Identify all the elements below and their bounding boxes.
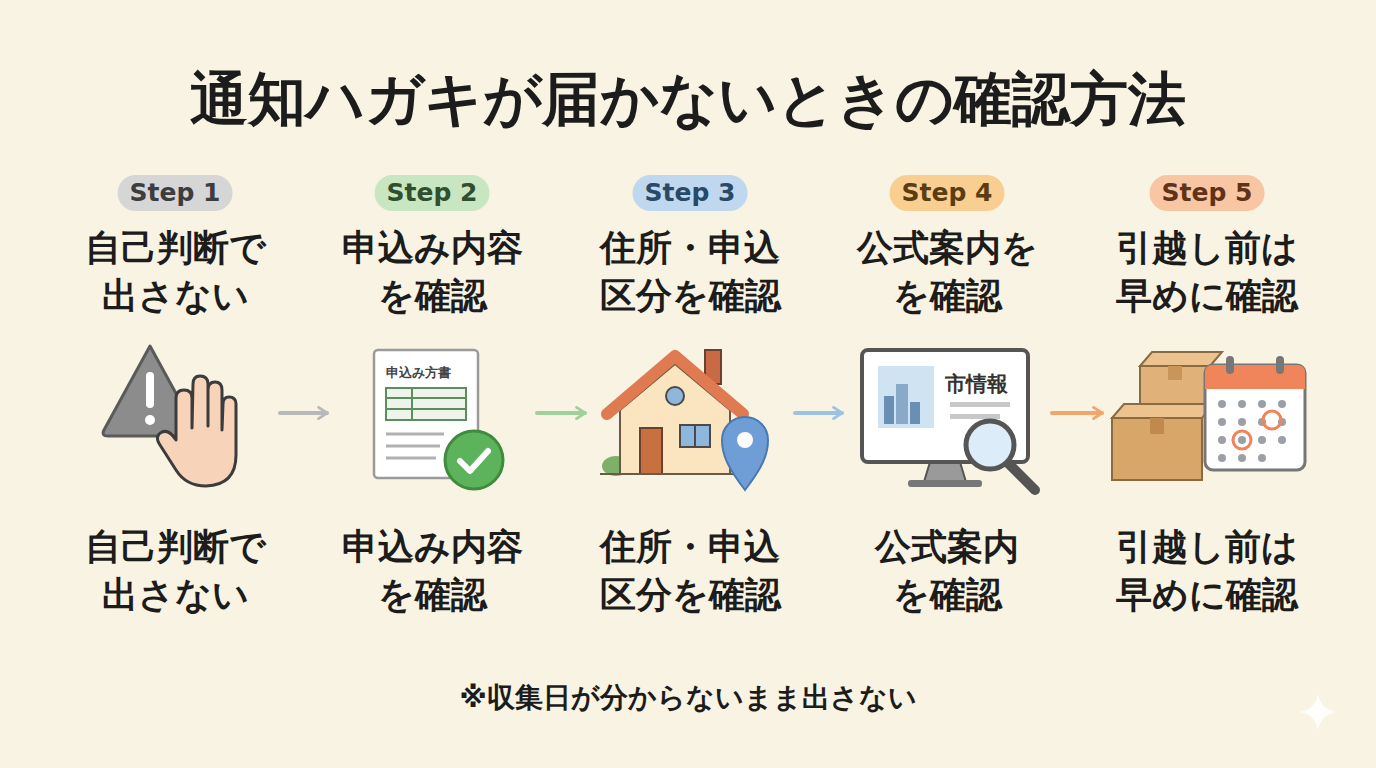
moving-boxes-icon-part: [1140, 352, 1222, 366]
house-icon-part: [694, 425, 696, 447]
calendar-icon: [1205, 356, 1305, 470]
check-badge-part: [460, 451, 488, 471]
step-heading: 自己判断で 出さない: [70, 224, 280, 320]
step-description: 自己判断で 出さない: [70, 523, 280, 619]
sparkle-watermark: [1300, 694, 1336, 730]
document-icon-part: [386, 388, 466, 420]
calendar-icon-part: [1233, 431, 1251, 449]
monitor-icon-part: [908, 480, 982, 487]
location-pin-part: [722, 417, 768, 490]
calendar-icon-part: [1258, 400, 1266, 408]
step-column: Step 1 自己判断で 出さない自己判断で 出さない: [70, 172, 280, 632]
monitor-icon-part: [950, 402, 1010, 407]
flow-arrow: [537, 411, 585, 415]
calendar-icon-part: [1276, 356, 1284, 374]
moving-boxes-icon-part: [1168, 366, 1182, 380]
document-icon-part: [386, 457, 436, 460]
hand-icon-part: [157, 376, 236, 486]
house-icon-part: [640, 428, 662, 474]
document-icon-part: [386, 445, 440, 448]
calendar-icon-part: [1263, 411, 1281, 429]
screen-title: 市情報: [945, 370, 1008, 398]
check-badge: [445, 431, 503, 489]
calendar-icon-part: [1218, 400, 1226, 408]
flow-arrow: [1052, 411, 1102, 415]
step-badge: Step 2: [375, 175, 490, 211]
monitor-icon: [862, 350, 1028, 487]
calendar-icon-part: [1205, 365, 1305, 389]
calendar-icon-part: [1238, 436, 1246, 444]
calendar-icon-part: [1238, 400, 1246, 408]
calendar-icon-part: [1278, 436, 1286, 444]
step-heading: 住所・申込 区分を確認: [585, 224, 795, 320]
warning-icon-part: [145, 415, 155, 425]
house-icon-part: [600, 473, 745, 475]
step-heading: 公式案内を を確認: [842, 224, 1052, 320]
location-pin-part: [737, 432, 753, 448]
form-title: 申込み方書: [386, 364, 451, 382]
diagram-title: 通知ハガキが届かないときの確認方法: [0, 64, 1376, 134]
moving-boxes-icon-part: [1112, 404, 1214, 418]
document-icon-part: [411, 388, 413, 420]
calendar-icon-part: [1258, 436, 1266, 444]
step-description: 公式案内 を確認: [842, 523, 1052, 619]
calendar-icon-part: [1218, 418, 1226, 426]
step-column: Step 4 公式案内を を確認公式案内 を確認: [842, 172, 1052, 632]
house-icon-part: [680, 425, 710, 447]
step-badge: Step 3: [633, 175, 748, 211]
step-column: Step 2 申込み内容 を確認申込み内容 を確認: [327, 172, 537, 632]
monitor-icon-part: [884, 396, 894, 424]
house-icon-part: [620, 364, 730, 474]
flow-arrow: [280, 411, 327, 415]
step-description: 住所・申込 区分を確認: [585, 523, 795, 619]
step-description: 申込み内容 を確認: [327, 523, 537, 619]
moving-boxes-icon-part: [1150, 418, 1164, 434]
moving-boxes-icon-part: [1112, 418, 1202, 480]
step-badge: Step 4: [890, 175, 1005, 211]
step-heading: 引越し前は 早めに確認: [1102, 224, 1312, 320]
house-icon: [600, 350, 745, 476]
calendar-icon-part: [1226, 356, 1234, 374]
warning-icon-part: [146, 372, 154, 408]
magnifier-icon: [966, 421, 1035, 490]
document-icon-part: [386, 433, 444, 436]
flow-arrow: [795, 411, 842, 415]
calendar-icon-part: [1238, 454, 1246, 462]
location-pin: [722, 417, 768, 490]
monitor-icon-part: [950, 414, 1000, 419]
calendar-icon-part: [1218, 436, 1226, 444]
calendar-icon-part: [1238, 418, 1246, 426]
step-column: Step 3 住所・申込 区分を確認住所・申込 区分を確認: [585, 172, 795, 632]
footnote-caption: ※収集日が分からないまま出さない: [0, 680, 1376, 716]
calendar-icon-part: [1205, 365, 1305, 470]
document-icon-part: [386, 397, 466, 399]
monitor-icon-part: [878, 366, 934, 428]
magnifier-icon-part: [1007, 462, 1035, 490]
house-icon-part: [666, 387, 684, 405]
calendar-icon-part: [1218, 454, 1226, 462]
hand-icon: [157, 376, 236, 486]
step-badge: Step 5: [1150, 175, 1265, 211]
monitor-icon-part: [924, 462, 966, 482]
check-badge-part: [445, 431, 503, 489]
house-icon-part: [607, 356, 743, 414]
step-badge: Step 1: [118, 175, 233, 211]
calendar-icon-part: [1278, 400, 1286, 408]
step-heading: 申込み内容 を確認: [327, 224, 537, 320]
calendar-icon-part: [1258, 454, 1266, 462]
magnifier-icon-part: [966, 421, 1014, 469]
sparkle-watermark-part: [1300, 694, 1336, 730]
monitor-icon-part: [910, 402, 920, 424]
step-description: 引越し前は 早めに確認: [1102, 523, 1312, 619]
step-column: Step 5 引越し前は 早めに確認引越し前は 早めに確認: [1102, 172, 1312, 632]
document-icon-part: [386, 408, 466, 410]
monitor-icon-part: [896, 384, 908, 424]
